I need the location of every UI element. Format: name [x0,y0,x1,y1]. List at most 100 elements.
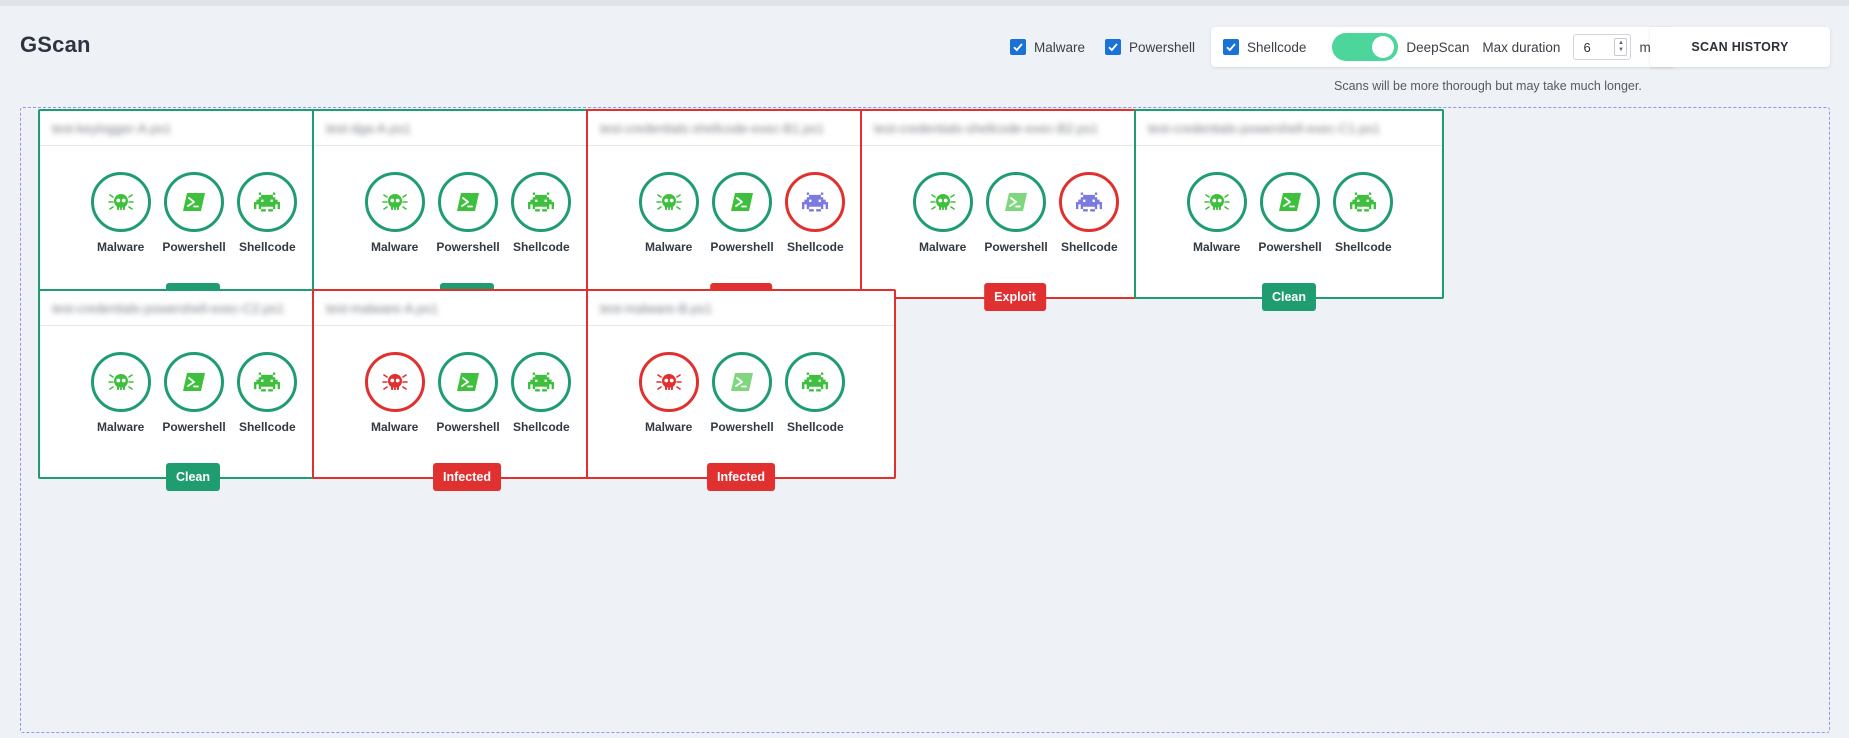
powershell-check-label: Powershell [710,420,774,434]
space-invader-icon [528,372,555,392]
terminal-icon [730,372,754,392]
powershell-status-ring [711,172,772,232]
malware-check: Malware [906,172,979,254]
powershell-check-label: Powershell [984,240,1048,254]
skull-bug-icon [929,191,956,213]
powershell-status-ring [163,352,224,412]
skull-bug-icon [107,371,134,393]
shellcode-check: Shellcode [1053,172,1126,254]
malware-check: Malware [84,172,157,254]
shellcode-check: Shellcode [779,172,852,254]
max-duration-value: 6 [1583,39,1591,55]
powershell-option[interactable]: Powershell [1105,39,1195,55]
shellcode-check: Shellcode [231,352,304,434]
powershell-check: Powershell [705,172,778,254]
powershell-check: Powershell [705,352,778,434]
powershell-check-label: Powershell [162,420,226,434]
file-name: test-keylogger-A.ps1 [52,120,172,136]
shellcode-check-label: Shellcode [1060,240,1118,254]
powershell-check-label: Powershell [1258,240,1322,254]
malware-check-label: Malware [96,420,145,434]
shellcode-status-ring [785,352,846,412]
malware-check: Malware [632,172,705,254]
skull-bug-icon [107,191,134,213]
status-badge: Infected [707,463,775,491]
card-header: test-credentials-powershell-exec-C1.ps1 [1136,111,1442,146]
shellcode-status-ring [237,352,298,412]
space-invader-icon [802,372,829,392]
malware-status-ring [1186,172,1247,232]
malware-status-ring [90,172,151,232]
powershell-check-label: Powershell [162,240,226,254]
status-badge: Exploit [984,283,1046,311]
space-invader-icon [1350,192,1377,212]
malware-option-label: Malware [1034,39,1086,55]
top-strip [0,0,1849,6]
space-invader-icon [1076,192,1103,212]
max-duration-input[interactable]: 6 ▲ ▼ [1573,34,1632,60]
malware-status-ring [364,352,425,412]
malware-status-ring [364,172,425,232]
status-badge: Clean [165,463,221,491]
terminal-icon [730,192,754,212]
scan-checks: Malware Powershell Shellcode [84,352,304,434]
skull-bug-icon [655,191,682,213]
shellcode-check-label: Shellcode [786,420,844,434]
shellcode-status-ring [785,172,846,232]
shellcode-status-ring [511,172,572,232]
file-name: test-credentials-shellcode-exec-B2.ps1 [874,120,1098,136]
space-invader-icon [254,192,281,212]
malware-check-label: Malware [918,240,967,254]
status-badge: Infected [433,463,501,491]
shellcode-checkbox[interactable] [1223,39,1240,55]
stepper-down-icon[interactable]: ▼ [1617,47,1624,53]
shellcode-option[interactable]: Shellcode [1223,39,1306,55]
scan-drop-zone[interactable] [20,107,1830,733]
skull-bug-icon [381,191,408,213]
file-name: test-credentials-shellcode-exec-B1.ps1 [600,120,824,136]
malware-check: Malware [358,352,431,434]
terminal-icon [456,372,480,392]
file-name: test-credentials-powershell-exec-C2.ps1 [52,300,284,316]
card-header: test-dga-A.ps1 [314,111,620,146]
duration-stepper[interactable]: ▲ ▼ [1614,38,1628,56]
powershell-checkbox[interactable] [1105,39,1122,55]
deepscan-hint: Scans will be more thorough but may take… [1334,79,1642,93]
powershell-check-label: Powershell [436,420,500,434]
stepper-up-icon[interactable]: ▲ [1617,40,1624,46]
deepscan-label: DeepScan [1406,39,1470,55]
malware-check-label: Malware [644,420,693,434]
powershell-check: Powershell [1253,172,1326,254]
checkmark-icon [1013,43,1023,52]
scan-history-button[interactable]: SCAN HISTORY [1650,27,1830,67]
malware-checkbox[interactable] [1010,39,1026,55]
malware-status-ring [638,172,699,232]
checkmark-icon [1108,43,1118,52]
malware-check-label: Malware [644,240,693,254]
scan-checks: Malware Powershell Shellcode [632,352,852,434]
shellcode-check: Shellcode [505,352,578,434]
deepscan-toggle[interactable] [1332,33,1399,61]
file-name: test-malware-B.ps1 [600,300,712,316]
powershell-check: Powershell [979,172,1052,254]
powershell-option-label: Powershell [1129,39,1196,55]
powershell-check: Powershell [431,172,504,254]
max-duration-label: Max duration [1482,39,1561,55]
powershell-status-ring [985,172,1046,232]
shellcode-check-label: Shellcode [238,240,296,254]
powershell-status-ring [163,172,224,232]
malware-option[interactable]: Malware [1010,39,1085,55]
